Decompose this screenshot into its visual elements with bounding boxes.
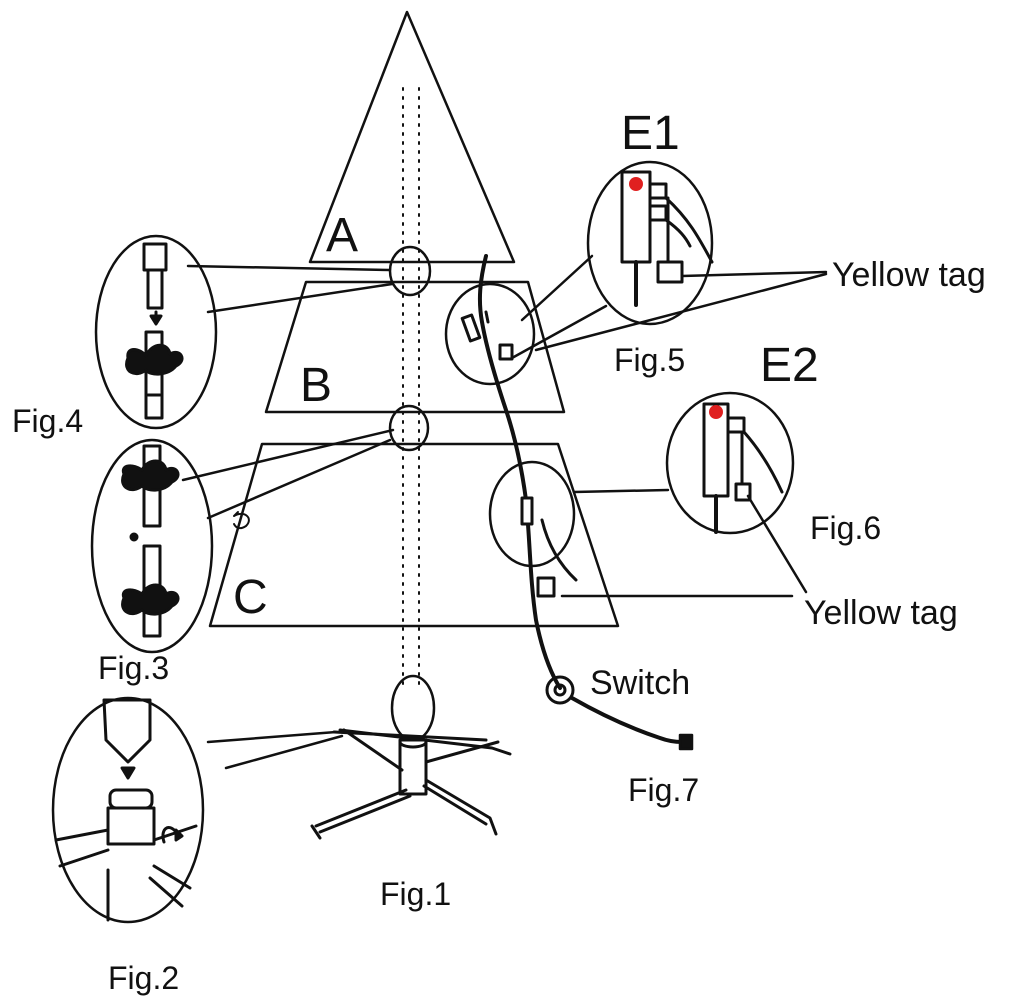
e1-detail-circle: [586, 160, 714, 326]
rotate-arrow-icon: [233, 511, 250, 530]
switch-label: Switch: [590, 664, 691, 702]
section-c-label: C: [233, 571, 268, 624]
connector-c-detail: [520, 496, 578, 598]
e2-connector-drawing: [702, 402, 784, 534]
fig3-drawing: [121, 444, 180, 638]
connector-c-circle: [488, 460, 576, 568]
power-cord: [477, 254, 562, 690]
connector-b-detail: [460, 310, 514, 361]
section-a-label: A: [326, 209, 359, 262]
base-joint-ellipse: [390, 674, 436, 742]
e1-connector-drawing: [620, 170, 714, 307]
fig2-drawing: [54, 698, 198, 922]
e2-detail-circle: [665, 391, 795, 535]
fig1-label: Fig.1: [380, 876, 452, 912]
cord-plug: [678, 733, 694, 751]
leader-lines: [181, 254, 828, 770]
fig3-detail-circle: [90, 438, 214, 654]
yellow-tag-top-label: Yellow tag: [832, 256, 986, 294]
switch-cord: [570, 696, 684, 744]
center-pole-guides: [402, 87, 420, 691]
fig2-label: Fig.2: [108, 960, 180, 996]
joint-ab-ellipse: [388, 245, 432, 297]
switch-icon: [545, 675, 575, 705]
fig2-detail-circle: [51, 696, 205, 924]
section-b-trapezoid: [264, 280, 566, 414]
fig4-detail-circle: [94, 234, 218, 430]
fig4-drawing: [125, 242, 184, 420]
section-c-trapezoid: [208, 442, 620, 628]
fig3-label: Fig.3: [98, 650, 170, 686]
section-a-triangle: [308, 10, 516, 264]
e2-label: E2: [760, 339, 819, 392]
fig5-label: Fig.5: [614, 342, 686, 378]
fig4-label: Fig.4: [12, 403, 84, 439]
joint-bc-ellipse: [388, 404, 430, 452]
connector-b-circle: [444, 282, 536, 386]
fig7-label: Fig.7: [628, 772, 700, 808]
section-b-label: B: [300, 359, 333, 412]
yellow-tag-bottom-label: Yellow tag: [804, 594, 958, 632]
e1-label: E1: [621, 107, 680, 160]
fig6-label: Fig.6: [810, 510, 882, 546]
tree-stand: [310, 728, 512, 840]
